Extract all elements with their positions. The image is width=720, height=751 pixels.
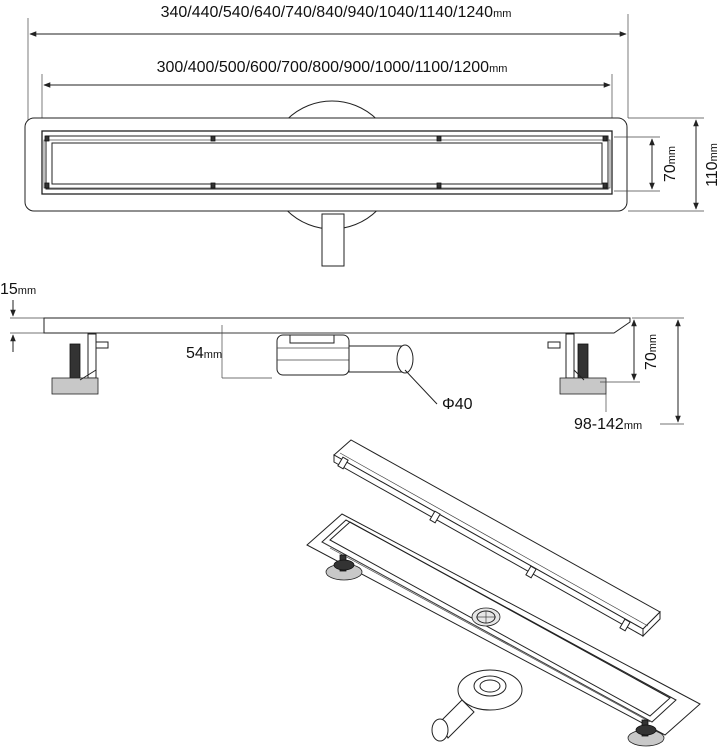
- inner-length-label: 300/400/500/600/700/800/900/1000/1100/12…: [157, 59, 508, 76]
- adjustable-height-label: 98-142mm: [574, 416, 642, 433]
- inner-width-label: 70mm: [662, 146, 679, 182]
- outlet-pipe-end: [396, 344, 414, 374]
- body-height-label: 70mm: [643, 334, 660, 370]
- outlet-pipe-top: [321, 213, 345, 267]
- diameter-leader: [404, 369, 438, 405]
- outlet-diameter-label: Φ40: [442, 396, 473, 413]
- outer-length-label: 340/440/540/640/740/840/940/1040/1140/12…: [161, 4, 512, 21]
- grate-outer: [45, 135, 609, 190]
- channel-iso: [306, 513, 701, 736]
- isometric-view: [306, 439, 701, 747]
- outlet-height-label: 54mm: [186, 345, 222, 362]
- side-flange: [43, 317, 631, 334]
- left-foot-iso: [325, 554, 363, 581]
- inner-channel: [41, 130, 613, 195]
- grate-inner: [51, 142, 603, 185]
- flange-thickness-label: 15mm: [0, 281, 36, 298]
- left-foot: [51, 333, 109, 395]
- outlet-iso: [431, 669, 523, 742]
- outer-width-label: 110mm: [704, 143, 720, 187]
- outer-flange: [24, 117, 628, 212]
- grate-edge: [43, 139, 611, 189]
- grate-cover-iso: [333, 439, 661, 638]
- outlet-body: [276, 334, 350, 376]
- top-view: 340/440/540/640/740/840/940/1040/1140/12…: [24, 4, 720, 267]
- right-foot: [547, 333, 607, 395]
- side-view: 15mm 54mm Φ40: [0, 281, 684, 433]
- right-foot-iso: [627, 719, 665, 747]
